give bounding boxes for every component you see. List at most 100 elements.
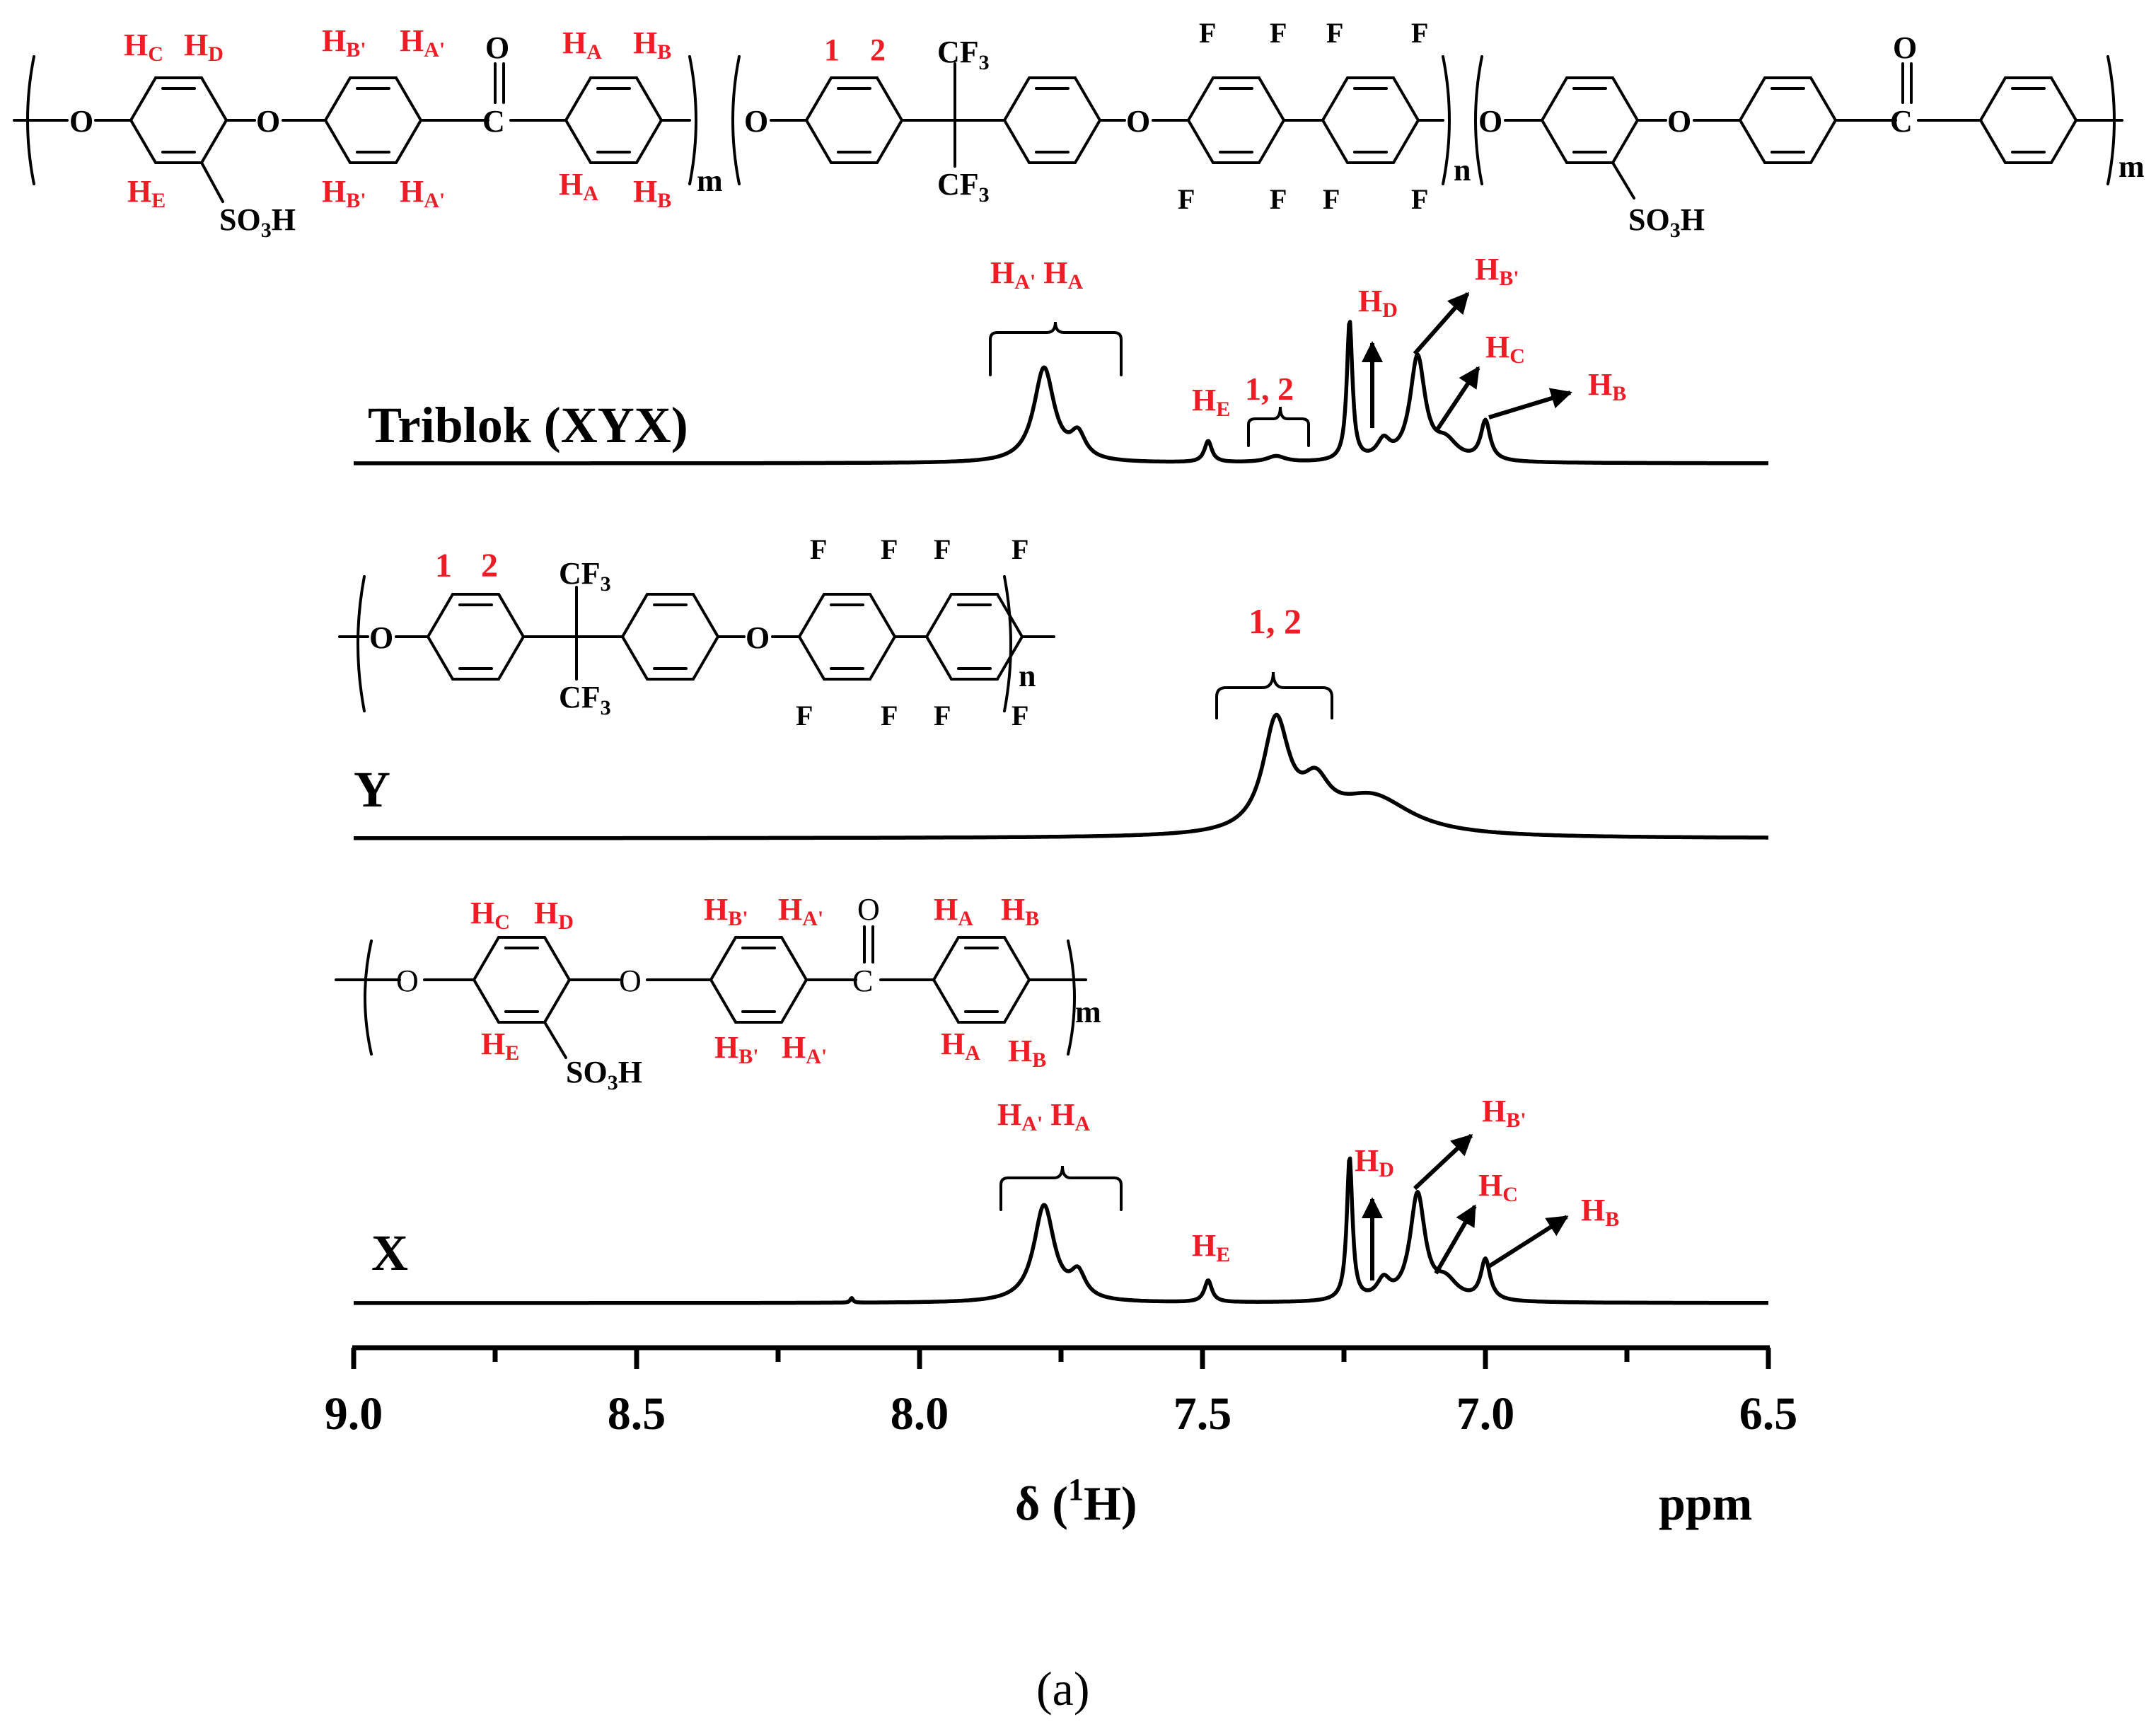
oxygen-atom: O [619,964,642,998]
series-label-y: Y [354,761,390,818]
svg-text:2: 2 [870,33,886,67]
cf3-top: CF3 [559,556,611,596]
peak-label-ha-prime-ha: HA' HA [990,255,1083,294]
svg-text:HC: HC [124,28,163,66]
sulfonic-acid-label: SO3H [566,1055,642,1094]
carbonyl-carbon: C [1890,104,1913,139]
svg-text:HA': HA' [782,1030,827,1068]
x-structure: O SO3H O C O m HC HD HE HB' HA' HB' HA [335,892,1101,1094]
figure-caption: (a) [1036,1662,1089,1716]
svg-text:HB: HB [1008,1034,1046,1072]
spectra-group [352,320,1770,1305]
peak-label-hb-prime: HB' [1475,252,1519,290]
repeat-n: n [1454,153,1471,187]
oxygen-atom: O [1126,104,1150,139]
fluorine-atom: F [1326,17,1343,49]
x-axis: 9.0 8.5 8.0 7.5 7.0 6.5 [325,1345,1798,1440]
svg-text:HA: HA [562,25,602,64]
peak-label-hb-prime-x: HB' [1482,1094,1526,1132]
y-annotations: 1, 2 [1215,601,1333,719]
x-proton-labels: HC HD HE HB' HA' HB' HA' HA HB HA HB [470,892,1046,1072]
fluorine-atom: F [1178,183,1195,215]
svg-text:1: 1 [435,547,452,584]
svg-text:HE: HE [481,1027,519,1065]
x-tick-label: 7.5 [1173,1388,1232,1440]
svg-text:HB: HB [633,174,671,212]
fluorine-atom: F [1012,700,1028,732]
fluorine-atom: F [1323,183,1340,215]
peak-label-he-x: HE [1192,1228,1230,1266]
oxygen-atom: O [396,964,419,998]
peak-label-1-2: 1, 2 [1245,371,1294,407]
peak-label-hd: HD [1358,284,1398,322]
fluorine-atom: F [1270,17,1287,49]
peak-label-hb: HB [1588,367,1626,405]
oxygen-atom: O [485,30,509,65]
peak-label-1-2-y: 1, 2 [1248,601,1302,641]
x-tick-label: 8.0 [891,1388,949,1440]
triblock-annotations: HA' HA HE 1, 2 HD HB' HC HB [989,252,1626,447]
fluorine-atom: F [934,533,951,565]
series-label-x: X [371,1225,408,1281]
fluorine-atom: F [881,700,898,732]
repeat-m: m [697,163,723,198]
triblock-structure: O SO3H O C O m O [13,17,2145,242]
svg-text:HA: HA [941,1027,980,1065]
x-tick-label: 6.5 [1739,1388,1798,1440]
svg-text:HB: HB [1001,892,1039,930]
x-axis-unit: ppm [1659,1476,1752,1530]
svg-text:HC: HC [470,896,510,934]
spectrum-line-2 [352,1156,1770,1305]
fluorine-atom: F [1411,183,1428,215]
carbonyl-carbon: C [852,964,873,998]
spectrum-line-1 [352,712,1770,840]
fluorine-atom: F [810,533,827,565]
svg-text:HA: HA [934,892,973,930]
fluorine-atom: F [796,700,813,732]
svg-text:HA': HA' [400,174,445,212]
sulfonic-acid-label: SO3H [1628,202,1705,242]
oxygen-atom: O [746,620,770,655]
peak-label-hb-x: HB [1581,1193,1619,1231]
oxygen-atom: O [1478,104,1502,139]
oxygen-atom: O [1893,30,1917,65]
top-proton-labels: HC HD HE HB' HA' HB' HA' HA HB HA HB 1 2 [124,23,886,212]
fluorine-atom: F [1270,183,1287,215]
svg-text:2: 2 [481,547,498,584]
peak-label-hc: HC [1485,330,1525,368]
repeat-n: n [1019,659,1036,693]
repeat-m: m [2119,149,2145,184]
oxygen-atom: O [857,892,880,927]
svg-text:HB: HB [633,25,671,64]
y-structure: O CF3 CF3 O F F F F F F F F n 1 2 [338,533,1055,732]
fluorine-atom: F [934,700,951,732]
series-label-triblock: Triblok (XYX) [368,397,688,453]
oxygen-atom: O [744,104,768,139]
svg-text:HA': HA' [400,23,445,62]
svg-text:HB': HB' [322,174,366,212]
x-tick-label: 9.0 [325,1388,383,1440]
fluorine-atom: F [1411,17,1428,49]
x-tick-label: 8.5 [608,1388,666,1440]
svg-text:HE: HE [127,174,166,212]
cf3-top: CF3 [937,35,990,74]
spectrum-line-0 [352,320,1770,466]
oxygen-atom: O [69,104,93,139]
fluorine-atom: F [1199,17,1216,49]
x-annotations: HA' HA HE HD HB' HC HB [997,1094,1619,1280]
x-tick-label: 7.0 [1456,1388,1515,1440]
fluorine-atom: F [881,533,898,565]
svg-text:HB': HB' [322,23,366,62]
svg-text:HD: HD [534,896,574,934]
oxygen-atom: O [256,104,280,139]
fluorine-atom: F [1012,533,1028,565]
svg-text:HB': HB' [704,892,748,930]
repeat-m: m [1075,995,1101,1029]
carbonyl-carbon: C [482,104,505,139]
sulfonic-acid-label: SO3H [219,202,296,242]
svg-text:HA: HA [559,167,598,205]
svg-text:HD: HD [184,28,224,66]
svg-text:HB': HB' [714,1030,759,1068]
oxygen-atom: O [1667,104,1691,139]
